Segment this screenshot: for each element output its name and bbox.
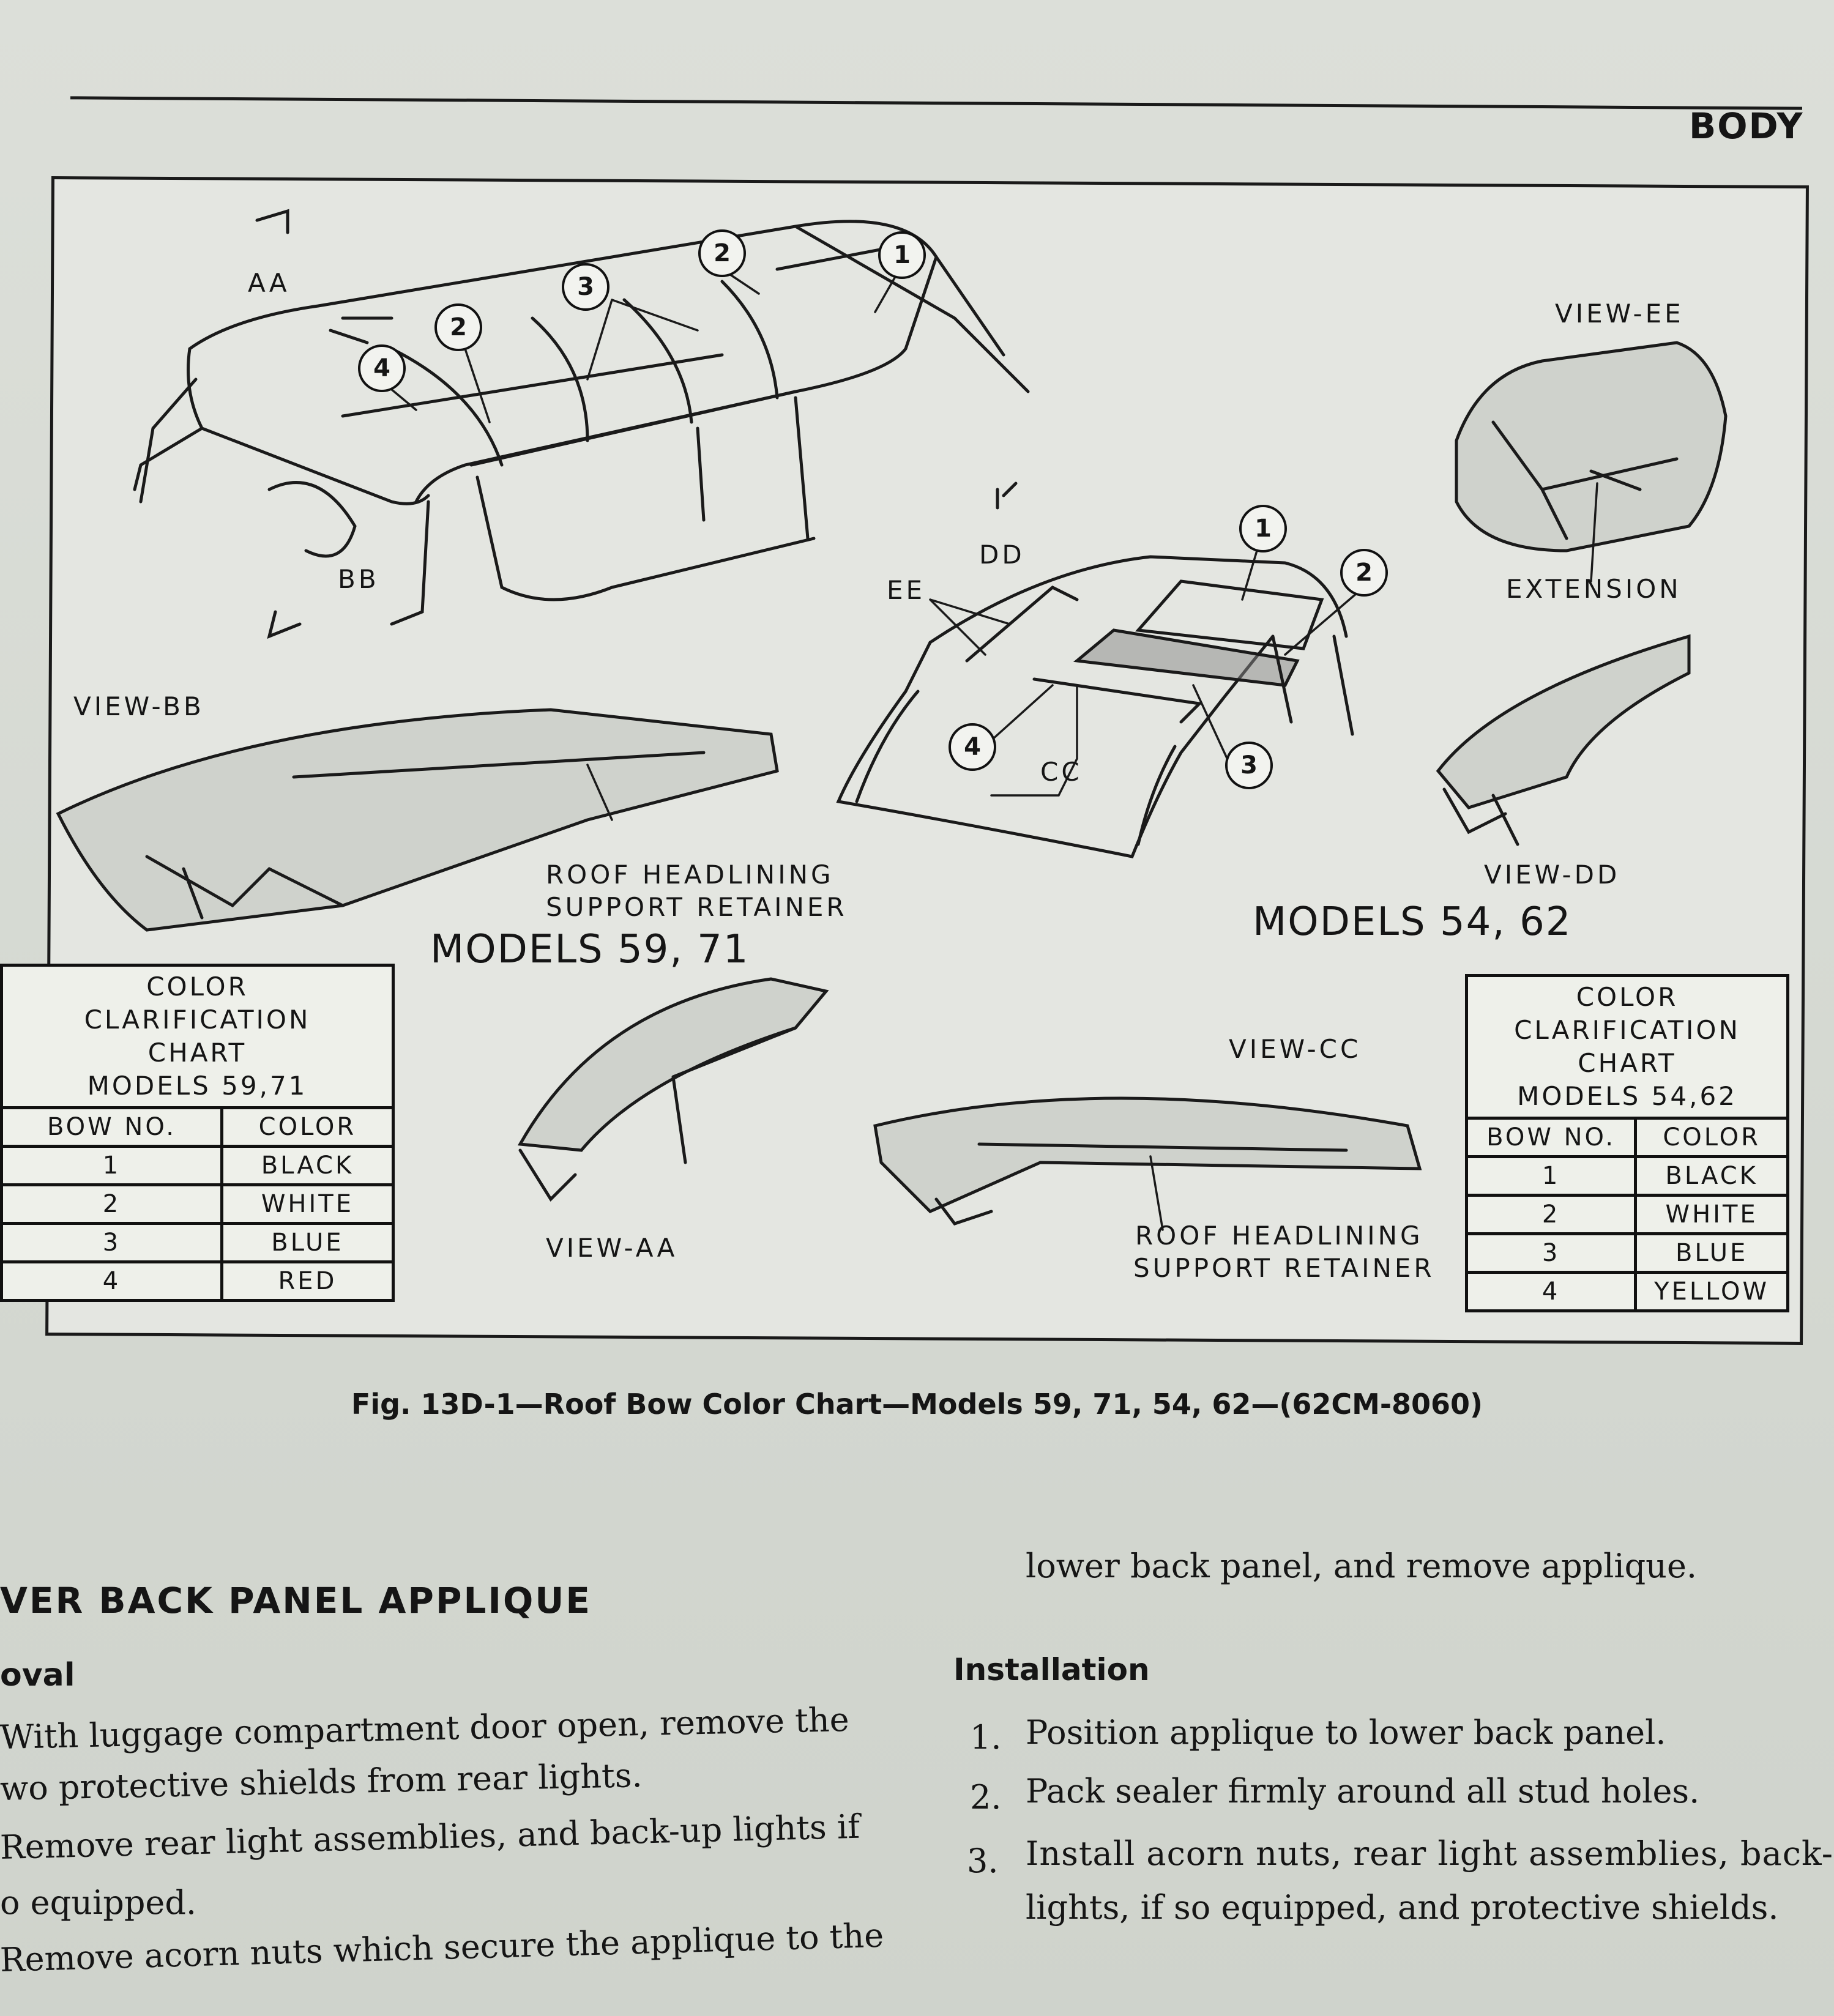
section-header: BODY xyxy=(1689,105,1804,147)
callout-2: 2 xyxy=(1340,549,1388,597)
roof-drawing-54-62 xyxy=(836,482,1354,858)
section-heading: VER BACK PANEL APPLIQUE xyxy=(0,1580,592,1621)
bow-color: BLACK xyxy=(1634,1155,1789,1197)
removal-continuation: lower back panel, and remove applique. xyxy=(1026,1547,1698,1585)
installation-step-text: Pack sealer firmly around all stud holes… xyxy=(1026,1772,1700,1810)
column-header: BOW NO. xyxy=(1464,1117,1638,1158)
installation-step-number: 2. xyxy=(970,1778,1002,1817)
chart-title-line: CHART xyxy=(147,1038,247,1068)
roof-bow-illustration xyxy=(56,209,1728,1231)
callout-3: 3 xyxy=(1225,742,1273,789)
figure-caption: Fig. 13D-1—Roof Bow Color Chart—Models 5… xyxy=(351,1388,1483,1421)
bow-color: RED xyxy=(220,1260,395,1302)
bow-number: 1 xyxy=(0,1145,223,1186)
installation-step-continuation: lights, if so equipped, and protective s… xyxy=(1026,1888,1779,1927)
leader-lines xyxy=(378,268,1598,1231)
retainer-label-left-line2: SUPPORT RETAINER xyxy=(546,892,848,922)
chart-title-line: MODELS 59,71 xyxy=(87,1071,308,1101)
installation-step-number: 1. xyxy=(970,1718,1002,1757)
extension-label: EXTENSION xyxy=(1506,574,1682,604)
chart-title-line: CHART xyxy=(1578,1048,1677,1078)
section-ee-label: EE xyxy=(887,575,926,605)
view-aa-drawing xyxy=(517,977,829,1202)
table-header-row: BOW NO.COLOR xyxy=(0,1106,395,1148)
bow-number: 4 xyxy=(1464,1271,1638,1312)
bow-number: 4 xyxy=(0,1260,223,1302)
view-dd-label: VIEW-DD xyxy=(1484,860,1620,890)
chart-title: COLOR CLARIFICATION CHART MODELS 59,71 xyxy=(0,964,395,1109)
callout-2: 2 xyxy=(698,229,746,277)
bow-number: 2 xyxy=(1464,1194,1638,1235)
chart-title-line: MODELS 54,62 xyxy=(1517,1081,1737,1111)
removal-heading: oval xyxy=(0,1657,75,1694)
view-cc-drawing xyxy=(873,1096,1422,1226)
bow-color: WHITE xyxy=(1634,1194,1789,1235)
retainer-label-right-line2: SUPPORT RETAINER xyxy=(1133,1253,1435,1283)
installation-step-number: 3. xyxy=(967,1842,999,1880)
section-cc-label: CC xyxy=(1040,757,1083,787)
view-dd-drawing xyxy=(1436,634,1691,846)
installation-step-text: Install acorn nuts, rear light assemblie… xyxy=(1026,1834,1834,1873)
removal-line: wo protective shields from rear lights. xyxy=(0,1756,643,1808)
models-54-62-label: MODELS 54, 62 xyxy=(1253,899,1572,945)
color-chart-models-54-62: COLOR CLARIFICATION CHART MODELS 54,62 B… xyxy=(1464,974,1789,1312)
chart-title: COLOR CLARIFICATION CHART MODELS 54,62 xyxy=(1465,974,1789,1120)
bow-number: 2 xyxy=(0,1183,223,1225)
callout-1: 1 xyxy=(878,231,926,279)
removal-line: Remove acorn nuts which secure the appli… xyxy=(0,1916,884,1979)
callout-3: 3 xyxy=(562,263,609,311)
bow-color: WHITE xyxy=(220,1183,395,1225)
removal-line: With luggage compartment door open, remo… xyxy=(0,1700,850,1757)
view-ee-drawing xyxy=(1455,341,1728,552)
chart-title-line: COLOR xyxy=(146,972,248,1002)
chart-title-line: COLOR xyxy=(1576,982,1679,1012)
bow-number: 1 xyxy=(1464,1155,1638,1197)
retainer-label-right-line1: ROOF HEADLINING xyxy=(1135,1221,1423,1251)
table-header-row: BOW NO.COLOR xyxy=(1464,1117,1789,1158)
callout-4: 4 xyxy=(949,723,996,771)
removal-line: o equipped. xyxy=(0,1883,197,1922)
view-cc-label: VIEW-CC xyxy=(1229,1034,1362,1064)
bow-color: YELLOW xyxy=(1634,1271,1789,1312)
view-ee-label: VIEW-EE xyxy=(1555,299,1684,329)
view-bb-drawing xyxy=(56,708,779,932)
bow-number: 3 xyxy=(1464,1232,1638,1274)
roof-drawing-59-71 xyxy=(133,209,1030,639)
callout-1: 1 xyxy=(1239,505,1287,552)
column-header: COLOR xyxy=(1634,1117,1789,1158)
section-bb-label: BB xyxy=(338,564,379,594)
color-chart-models-59-71: COLOR CLARIFICATION CHART MODELS 59,71 B… xyxy=(0,964,395,1302)
view-bb-label: VIEW-BB xyxy=(73,691,204,721)
column-header: COLOR xyxy=(220,1106,395,1148)
view-aa-label: VIEW-AA xyxy=(546,1233,678,1263)
chart-title-line: CLARIFICATION xyxy=(1514,1015,1740,1045)
removal-line: Remove rear light assemblies, and back-u… xyxy=(0,1807,860,1867)
section-dd-label: DD xyxy=(979,540,1025,570)
installation-step-text: Position applique to lower back panel. xyxy=(1026,1713,1666,1752)
callout-2: 2 xyxy=(434,303,482,351)
retainer-label-left-line1: ROOF HEADLINING xyxy=(546,860,834,890)
column-header: BOW NO. xyxy=(0,1106,223,1148)
section-aa-label: AA xyxy=(248,268,290,298)
bow-color: BLACK xyxy=(220,1145,395,1186)
callout-4: 4 xyxy=(358,344,406,392)
models-59-71-label: MODELS 59, 71 xyxy=(430,927,750,972)
bow-color: BLUE xyxy=(220,1222,395,1263)
bow-number: 3 xyxy=(0,1222,223,1263)
installation-heading: Installation xyxy=(953,1652,1150,1687)
chart-title-line: CLARIFICATION xyxy=(84,1005,311,1035)
bow-color: BLUE xyxy=(1634,1232,1789,1274)
